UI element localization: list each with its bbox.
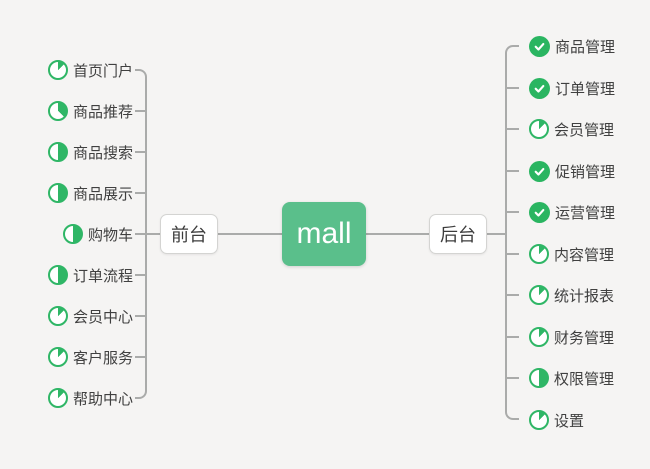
mindmap-topic-left-1[interactable]: 商品推荐 (47, 100, 133, 122)
progress-pie-icon (529, 327, 549, 347)
mindmap-topic-right-6[interactable]: 统计报表 (529, 284, 614, 306)
progress-pie-icon (529, 285, 549, 305)
task-done-icon (529, 77, 550, 99)
topic-label: 设置 (554, 412, 585, 430)
progress-pie-icon (47, 142, 68, 162)
topic-label: 运营管理 (555, 204, 616, 222)
connector-stub (135, 151, 147, 153)
progress-pie-icon (47, 101, 68, 121)
mindmap-topic-right-8[interactable]: 权限管理 (529, 367, 614, 389)
mindmap-topic-right-3[interactable]: 促销管理 (529, 160, 615, 182)
connector-stub (505, 294, 519, 296)
connector-spine-to-frontend (145, 233, 160, 235)
mindmap-topic-left-8[interactable]: 帮助中心 (47, 387, 133, 409)
connector-stub (135, 233, 147, 235)
connector-stub (135, 192, 147, 194)
connector-stub (505, 211, 519, 213)
progress-pie-icon (529, 119, 549, 139)
right-branch-connector (505, 45, 519, 420)
connector-stub (505, 170, 519, 172)
root-node-mall[interactable]: mall (282, 202, 366, 266)
task-done-icon (529, 35, 550, 57)
connector-stub (135, 110, 147, 112)
mindmap-topic-right-4[interactable]: 运营管理 (529, 201, 615, 223)
topic-label: 内容管理 (554, 246, 615, 264)
topic-label: 订单流程 (72, 267, 133, 285)
progress-pie-icon (529, 244, 549, 264)
topic-label: 商品展示 (72, 185, 133, 203)
progress-pie-icon (529, 410, 549, 430)
progress-pie-icon (47, 60, 68, 80)
branch-node-label: 后台 (440, 225, 476, 245)
connector-stub (505, 128, 519, 130)
connector-stub (135, 315, 147, 317)
mindmap-topic-right-7[interactable]: 财务管理 (529, 326, 614, 348)
progress-pie-icon (47, 347, 68, 367)
topic-label: 首页门户 (72, 62, 133, 80)
topic-label: 帮助中心 (72, 390, 133, 408)
mindmap-topic-left-5[interactable]: 订单流程 (47, 264, 133, 286)
mindmap-topic-right-0[interactable]: 商品管理 (529, 35, 615, 57)
mindmap-topic-right-1[interactable]: 订单管理 (529, 77, 615, 99)
mindmap-topic-left-6[interactable]: 会员中心 (47, 305, 133, 327)
connector-stub (505, 377, 519, 379)
topic-label: 商品搜索 (72, 144, 133, 162)
topic-label: 会员中心 (72, 308, 133, 326)
branch-node-backend[interactable]: 后台 (429, 214, 487, 254)
progress-pie-icon (47, 388, 68, 408)
connector-stub (135, 274, 147, 276)
mindmap-topic-left-0[interactable]: 首页门户 (47, 59, 133, 81)
connector-frontend-to-root (218, 233, 282, 235)
topic-label: 统计报表 (554, 287, 615, 305)
connector-backend-to-spine (487, 233, 506, 235)
task-done-icon (529, 160, 550, 182)
connector-stub (505, 253, 519, 255)
progress-pie-icon (47, 183, 68, 203)
connector-stub (135, 356, 147, 358)
branch-node-frontend[interactable]: 前台 (160, 214, 218, 254)
branch-node-label: 前台 (171, 225, 207, 245)
mindmap-topic-left-2[interactable]: 商品搜索 (47, 141, 133, 163)
connector-root-to-backend (366, 233, 429, 235)
progress-pie-icon (47, 306, 68, 326)
connector-stub (505, 87, 519, 89)
topic-label: 会员管理 (554, 121, 615, 139)
progress-pie-icon (47, 265, 68, 285)
mindmap-topic-left-4[interactable]: 购物车 (62, 223, 133, 245)
mindmap-topic-right-9[interactable]: 设置 (529, 409, 584, 431)
mindmap-topic-left-7[interactable]: 客户服务 (47, 346, 133, 368)
topic-label: 客户服务 (72, 349, 133, 367)
connector-stub (505, 336, 519, 338)
topic-label: 订单管理 (555, 80, 616, 98)
topic-label: 商品管理 (555, 38, 616, 56)
root-node-label: mall (296, 217, 352, 250)
topic-label: 财务管理 (554, 329, 615, 347)
progress-pie-icon (62, 224, 83, 244)
mindmap-topic-right-2[interactable]: 会员管理 (529, 118, 614, 140)
mindmap-topic-left-3[interactable]: 商品展示 (47, 182, 133, 204)
topic-label: 购物车 (87, 226, 133, 244)
task-done-icon (529, 201, 550, 223)
topic-label: 权限管理 (554, 370, 615, 388)
topic-label: 促销管理 (555, 163, 616, 181)
progress-pie-icon (529, 368, 549, 388)
topic-label: 商品推荐 (72, 103, 133, 121)
mindmap-topic-right-5[interactable]: 内容管理 (529, 243, 614, 265)
